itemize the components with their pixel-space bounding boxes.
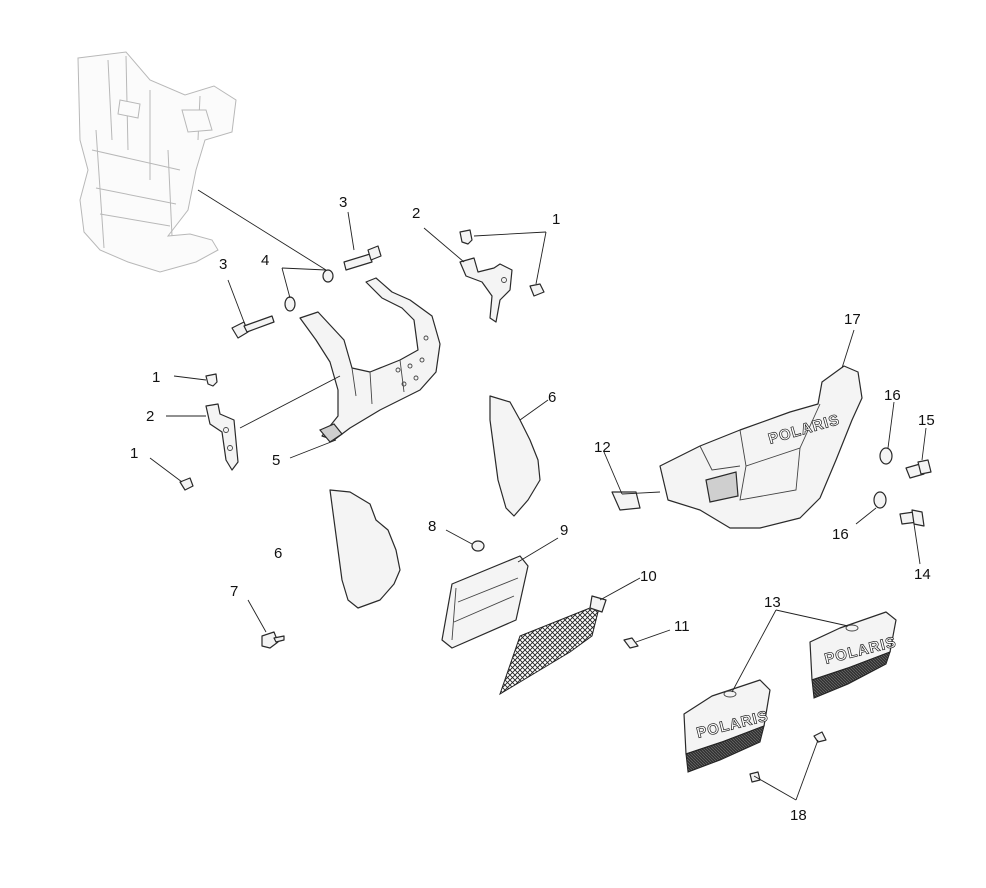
bolt-left	[231, 315, 275, 339]
callout-11: 11	[674, 618, 690, 635]
panel-screws	[749, 731, 827, 783]
callout-6: 6	[274, 545, 282, 562]
left-bracket-assembly	[179, 373, 239, 491]
washers-and-bolts	[873, 447, 932, 527]
grille-mesh	[499, 595, 607, 696]
right-bracket-assembly	[459, 229, 545, 323]
vehicle-frame-ghost	[77, 51, 237, 273]
callout-16: 16	[832, 526, 849, 543]
callout-17: 17	[844, 311, 861, 328]
side-panel-right	[489, 395, 541, 517]
callout-7: 7	[230, 583, 238, 600]
callout-3: 3	[219, 256, 227, 273]
push-rivet	[261, 631, 285, 649]
callout-1: 1	[552, 211, 560, 228]
screw	[623, 637, 639, 649]
callout-14: 14	[914, 566, 931, 583]
callout-9: 9	[560, 522, 568, 539]
leader-lines	[149, 211, 927, 801]
callout-15: 15	[918, 412, 935, 429]
callout-1: 1	[130, 445, 138, 462]
brand-panel-lower: POLARIS	[683, 679, 771, 773]
front-frame-bracket	[299, 277, 441, 443]
grommet	[471, 540, 485, 552]
callout-2: 2	[146, 408, 154, 425]
bolt-top	[343, 245, 382, 271]
callout-8: 8	[428, 518, 436, 535]
brand-panel-upper: POLARIS	[809, 611, 899, 699]
callout-4: 4	[261, 252, 269, 269]
callout-18: 18	[790, 807, 807, 824]
front-bumper: POLARIS	[659, 365, 863, 529]
callout-12: 12	[594, 439, 611, 456]
nut	[284, 269, 334, 312]
callout-1: 1	[152, 369, 160, 386]
grille-frame	[441, 555, 529, 649]
decal	[611, 491, 641, 511]
callout-16: 16	[884, 387, 901, 404]
frame-leader	[197, 189, 327, 271]
side-panel-left	[329, 489, 401, 609]
callout-6: 6	[548, 389, 556, 406]
callout-2: 2	[412, 205, 420, 222]
callout-13: 13	[764, 594, 781, 611]
callout-10: 10	[640, 568, 657, 585]
callout-3: 3	[339, 194, 347, 211]
callout-5: 5	[272, 452, 280, 469]
callout-labels: 1 2 3 3 4 2 1 1 5 6 6 7 8 9 10 11 12 13 …	[130, 194, 935, 824]
